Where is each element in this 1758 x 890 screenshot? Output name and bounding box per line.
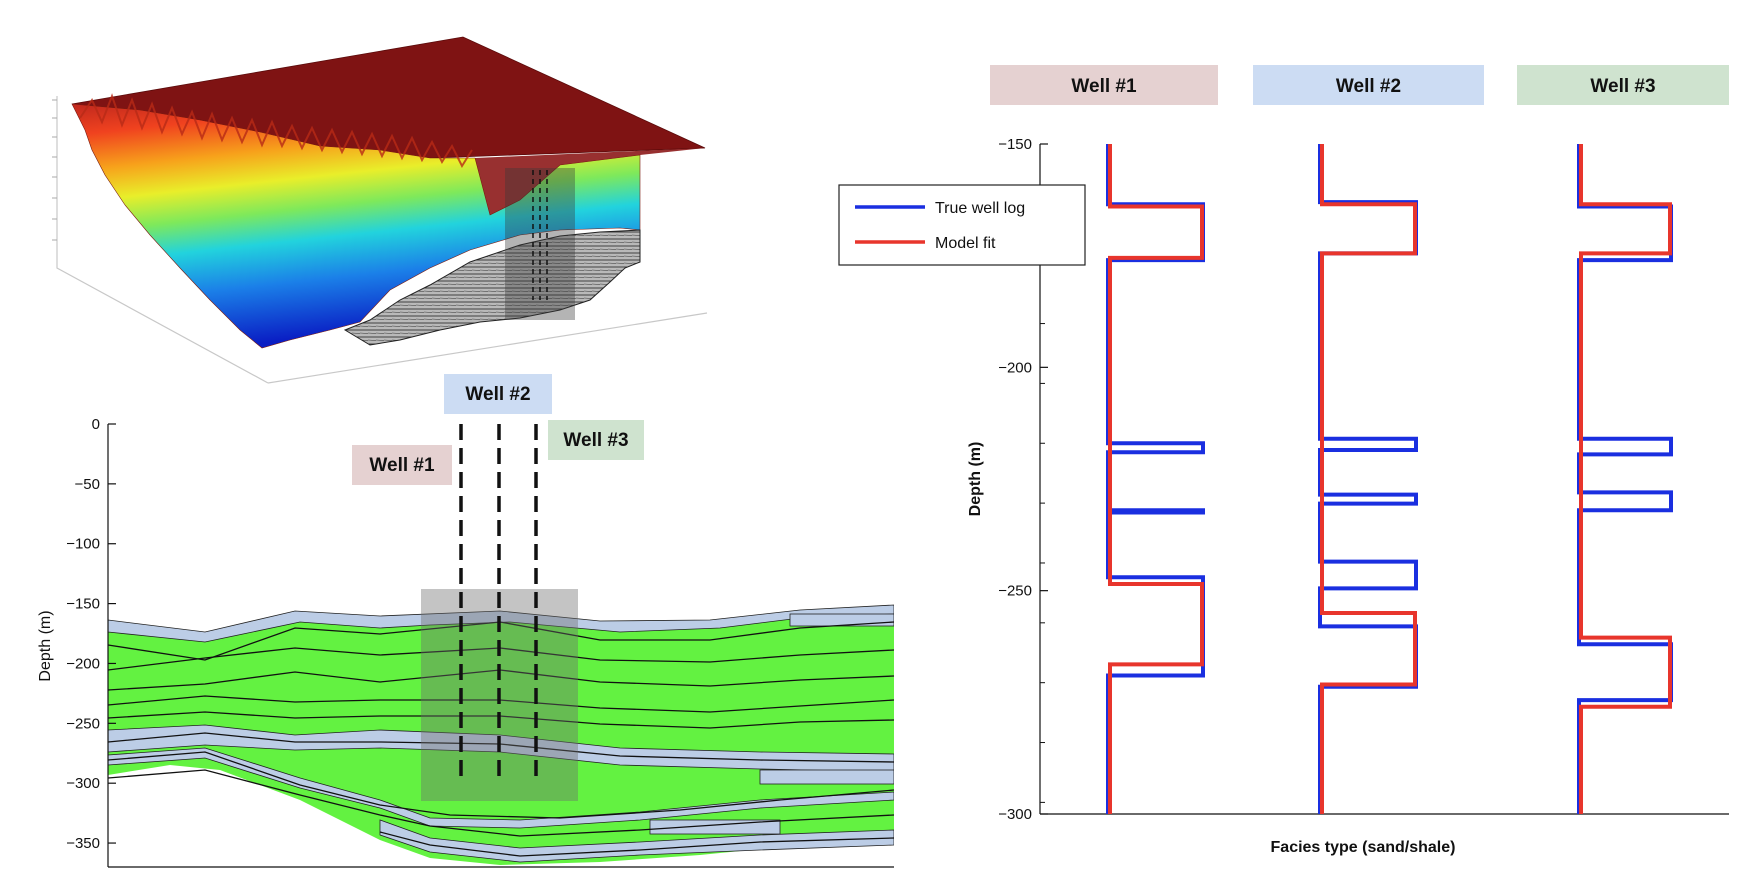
well-logs-y-axis-title: Depth (m)	[967, 442, 984, 517]
svg-text:Well #1: Well #1	[369, 455, 435, 476]
well-2-model-fit-line	[1320, 144, 1417, 814]
cross-section-well-2-label: Well #2	[444, 374, 552, 414]
cross-section-y-tick-label: 0	[92, 416, 100, 433]
svg-text:Well #3: Well #3	[563, 430, 628, 451]
cross-section-y-tick-label: −250	[66, 715, 100, 732]
cross-section-y-ticks: 0 −50 −100 −150 −200 −250 −300 −350	[66, 416, 116, 852]
surface-3d-ticks	[52, 99, 57, 241]
cross-section-y-axis-title: Depth (m)	[37, 610, 54, 681]
well-3-model-fit-line	[1579, 144, 1672, 814]
well-logs-header-label: Well #2	[1336, 76, 1401, 97]
surface-3d-panel	[52, 36, 708, 384]
well-logs-header-label: Well #1	[1071, 76, 1137, 97]
cross-section-y-tick-label: −350	[66, 835, 100, 852]
well-2-true-log-line	[1318, 144, 1418, 814]
well-logs-header-2: Well #2	[1253, 65, 1484, 105]
surface-3d-rim-spikes	[79, 93, 473, 169]
well-1-true-log-line	[1106, 144, 1205, 814]
well-logs-y-tick-label: −300	[998, 806, 1032, 823]
well-logs-y-ticks: −150 −200 −250 −300	[998, 136, 1048, 823]
well-logs-headers: Well #1 Well #2 Well #3	[990, 65, 1729, 105]
well-logs-header-box	[990, 65, 1218, 105]
cross-section-well-lines	[459, 424, 538, 776]
well-logs-series	[1106, 144, 1673, 814]
shale-lens-2	[649, 819, 781, 835]
well-logs-header-box	[1517, 65, 1729, 105]
surface-3d-axis-bottom	[267, 312, 708, 384]
well-logs-header-label: Well #3	[1590, 76, 1655, 97]
well-1-model-fit-line	[1108, 144, 1204, 814]
well-logs-x-axis-title: Facies type (sand/shale)	[1271, 839, 1456, 856]
cross-section-panel: 0 −50 −100 −150 −200 −250 −300 −350 Depth (m) W…	[37, 374, 894, 868]
well-logs-y-tick-label: −200	[998, 359, 1032, 376]
cross-section-y-tick-label: −200	[66, 655, 100, 672]
shale-lens-1	[759, 769, 894, 785]
well-3-true-log-line	[1577, 144, 1673, 814]
cross-section-y-tick-label: −300	[66, 775, 100, 792]
well-logs-legend-box	[838, 184, 1086, 266]
surface-3d-axis-left	[56, 96, 269, 384]
cross-section-y-tick-label: −100	[66, 536, 100, 553]
well-logs-header-box	[1253, 65, 1484, 105]
cross-section-well-3-label: Well #3	[548, 420, 644, 460]
legend-label-true-well-log: True well log	[935, 200, 1025, 217]
shale-band-mid	[108, 724, 894, 773]
well-logs-y-tick-label: −250	[998, 583, 1032, 600]
cross-section-y-tick-label: −50	[75, 476, 100, 493]
legend-label-model-fit: Model fit	[935, 235, 996, 252]
surface-3d-layered-block	[343, 229, 641, 346]
cross-section-y-tick-label: −150	[66, 596, 100, 613]
well-logs-legend: True well log Model fit	[838, 184, 1086, 266]
shale-band-bottom	[379, 819, 894, 863]
surface-3d-basin	[71, 103, 641, 349]
well-logs-panel: Well #1 Well #2 Well #3 −150 −200 −250 −300 D…	[838, 65, 1729, 856]
well-logs-header-3: Well #3	[1517, 65, 1729, 105]
shale-lens-3	[789, 613, 894, 627]
cross-section-well-1-label: Well #1	[352, 445, 452, 485]
svg-text:Well #2: Well #2	[465, 384, 530, 405]
surface-3d-well-lines	[532, 170, 548, 300]
well-logs-y-tick-label: −150	[998, 136, 1032, 153]
well-logs-header-1: Well #1	[990, 65, 1218, 105]
